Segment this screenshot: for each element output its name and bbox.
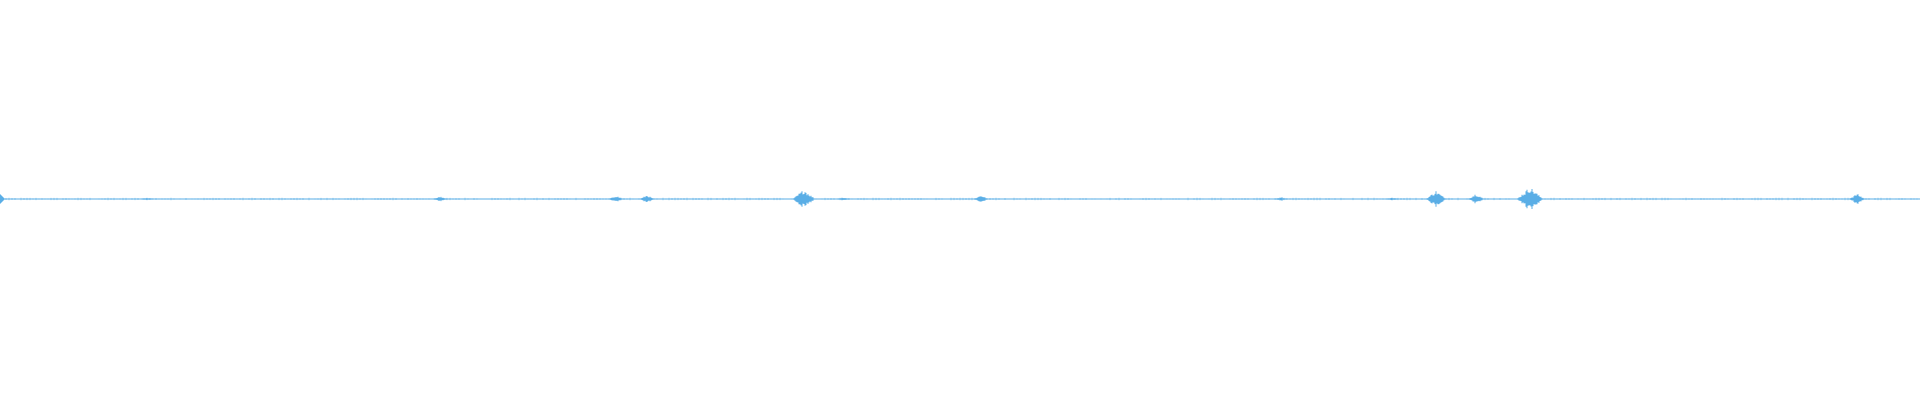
waveform-burst [837,197,849,201]
waveform-burst [1517,189,1543,209]
waveform-trace [0,189,1920,209]
waveform-burst [974,196,988,202]
waveform-burst [1849,194,1865,204]
waveform-burst [1426,191,1446,207]
waveform-burst [793,191,815,207]
waveform-burst [433,196,447,202]
playhead-marker-icon[interactable] [0,194,5,204]
waveform-burst [609,196,623,202]
waveform-burst [141,197,153,201]
waveform-burst [1275,197,1287,201]
waveform-burst [640,196,654,202]
waveform-burst [1386,197,1398,201]
waveform-burst [1468,194,1484,204]
